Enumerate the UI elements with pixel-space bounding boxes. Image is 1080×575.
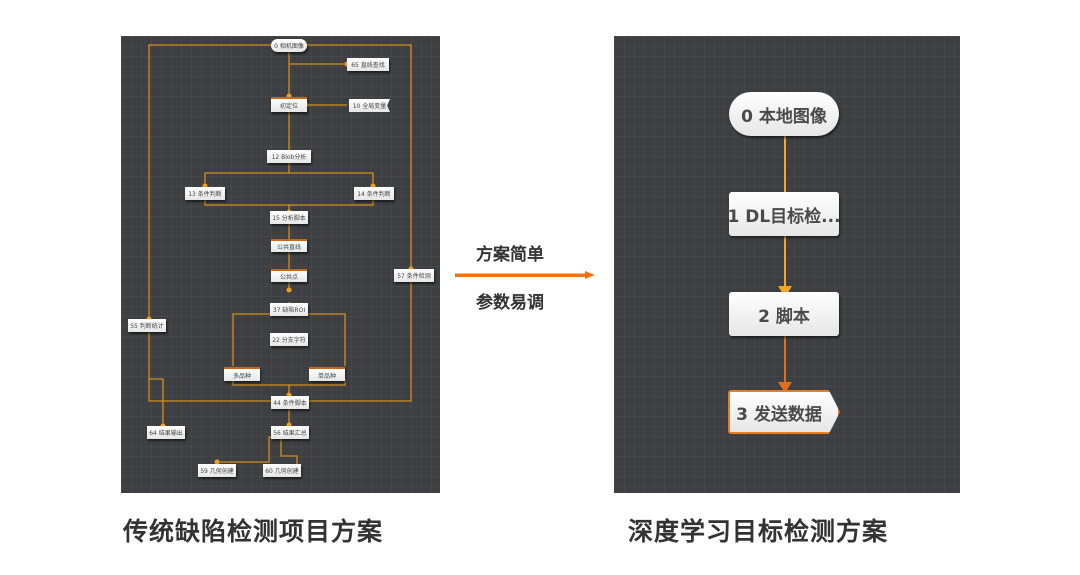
- node-label: 3 发送数据: [736, 404, 822, 425]
- flow-node-script[interactable]: 2 脚本: [729, 292, 839, 336]
- node-label: 15 分析脚本: [272, 215, 306, 222]
- node-label: 64 结果输出: [149, 430, 183, 437]
- wire: [204, 163, 374, 186]
- node-label: 0 本地图像: [741, 106, 827, 127]
- wire: [307, 44, 412, 269]
- flow-node[interactable]: 公共直线: [271, 239, 307, 252]
- flow-node[interactable]: 65 直线查找: [347, 58, 389, 71]
- flow-node[interactable]: 初定位: [271, 97, 307, 112]
- flow-node[interactable]: 59 几何创建: [198, 464, 236, 477]
- node-label: 60 几何创建: [265, 468, 299, 475]
- wire: [217, 436, 275, 463]
- wire: [148, 332, 271, 402]
- caption-traditional: 传统缺陷检测项目方案: [123, 517, 384, 546]
- node-label: 22 分支字符: [272, 337, 306, 344]
- connector-dot: [286, 287, 292, 293]
- flow-node[interactable]: 15 分析脚本: [270, 211, 308, 224]
- flow-node[interactable]: 55 判断统计: [128, 319, 166, 332]
- flow-node[interactable]: 64 结果输出: [147, 426, 185, 439]
- flow-node[interactable]: 14 条件判断: [354, 187, 394, 200]
- flow-node[interactable]: 单品种: [309, 367, 345, 381]
- node-label: 初定位: [279, 103, 298, 110]
- node-label: 59 几何创建: [200, 468, 234, 475]
- node-label: 14 条件判断: [357, 191, 391, 198]
- caption-deep-learning: 深度学习目标检测方案: [628, 517, 889, 546]
- node-label: 0 相机图像: [274, 43, 304, 50]
- flow-node[interactable]: 13 条件判断: [185, 187, 225, 200]
- node-label: 55 判断统计: [130, 323, 164, 330]
- flow-node[interactable]: 0 相机图像: [271, 39, 307, 52]
- node-label: 44 条件脚本: [273, 400, 307, 407]
- flow-node[interactable]: 公共点: [271, 269, 307, 282]
- flow-node-dl-detection[interactable]: 1 DL目标检...: [727, 192, 841, 236]
- node-label: 37 缺陷ROI: [272, 307, 306, 314]
- flow-node[interactable]: 60 几何创建: [263, 464, 301, 477]
- traditional-flow-canvas: 0 相机图像 65 直线查找 初定位 10 全局变量 12 Blob分析 13 …: [121, 36, 440, 493]
- deep-learning-flow-canvas: 0 本地图像 1 DL目标检... 2 脚本 3 发送数据: [614, 36, 960, 493]
- arrowhead: [778, 286, 792, 297]
- wire: [280, 437, 298, 470]
- node-label: 13 条件判断: [188, 191, 222, 198]
- flow-node[interactable]: 44 条件脚本: [271, 396, 309, 409]
- flow-node[interactable]: 22 分支字符: [270, 333, 308, 346]
- node-label: 1 DL目标检...: [727, 206, 841, 227]
- node-label: 12 Blob分析: [271, 154, 307, 161]
- arrowhead: [778, 382, 792, 393]
- node-label: 2 脚本: [758, 306, 810, 327]
- connector-dot: [214, 459, 220, 465]
- flow-node-local-image[interactable]: 0 本地图像: [729, 92, 839, 136]
- flow-node-send-data[interactable]: 3 发送数据: [728, 390, 840, 434]
- flow-node[interactable]: 12 Blob分析: [267, 150, 311, 163]
- flow-node[interactable]: 多品种: [224, 367, 260, 381]
- arrow-right-icon: [455, 271, 595, 279]
- flow-node[interactable]: 10 全局变量: [349, 99, 390, 112]
- node-label: 10 全局变量: [352, 103, 387, 110]
- flow-node[interactable]: 37 缺陷ROI: [270, 303, 308, 316]
- benefit-simple: 方案简单: [476, 245, 544, 265]
- node-label: 65 直线查找: [351, 62, 385, 69]
- node-label: 56 结果汇总: [273, 430, 307, 437]
- node-label: 多品种: [232, 372, 251, 380]
- node-label: 57 条件检测: [397, 273, 431, 280]
- node-label: 公共点: [279, 274, 298, 281]
- wire: [149, 378, 164, 426]
- wire: [299, 282, 412, 402]
- flow-node[interactable]: 57 条件检测: [394, 269, 434, 282]
- benefit-easy-params: 参数易调: [476, 293, 544, 313]
- node-label: 单品种: [317, 372, 336, 380]
- flow-node[interactable]: 56 结果汇总: [271, 426, 309, 439]
- node-label: 公共直线: [276, 244, 301, 251]
- wire: [148, 44, 281, 319]
